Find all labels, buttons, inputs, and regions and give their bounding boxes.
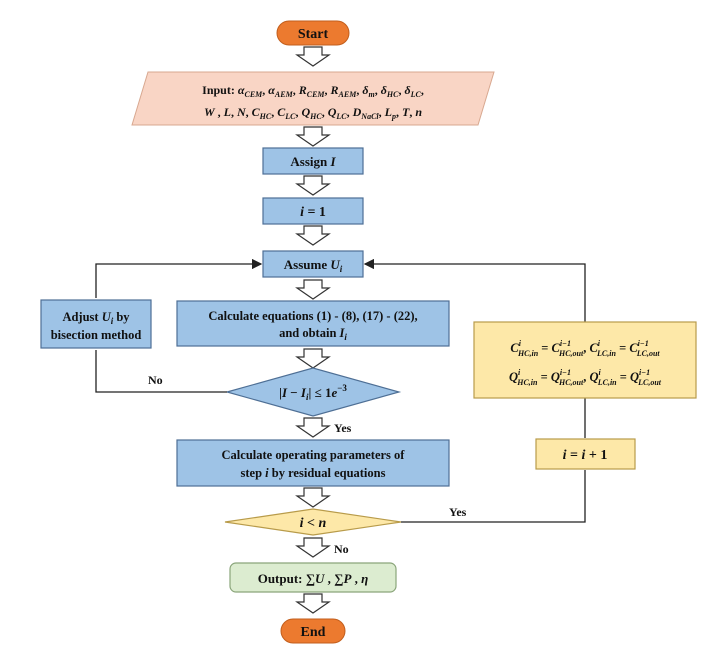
calc-operating-line1: Calculate operating parameters of bbox=[222, 448, 406, 462]
hollow-arrow-1 bbox=[295, 46, 331, 67]
calc-operating-line2: step i by residual equations bbox=[241, 466, 386, 480]
adjust-u-box: Adjust Ui by bisection method bbox=[40, 299, 152, 349]
hollow-arrow-3 bbox=[295, 175, 331, 196]
hollow-arrow-9 bbox=[295, 537, 331, 558]
convergence-decision: |I − Ii| ≤ 1e−3 bbox=[224, 367, 402, 417]
assume-u-box: Assume Ui bbox=[262, 250, 364, 278]
hollow-arrow-8 bbox=[295, 487, 331, 508]
edge-label-yes-2: Yes bbox=[449, 505, 467, 519]
hollow-arrow-2 bbox=[295, 126, 331, 147]
assign-i-box: Assign I bbox=[262, 147, 364, 175]
calc-equations-line1: Calculate equations (1) - (8), (17) - (2… bbox=[208, 309, 417, 323]
hollow-arrow-5 bbox=[295, 279, 331, 300]
assume-u-label: Assume Ui bbox=[284, 257, 343, 274]
no-loop-connector bbox=[95, 258, 263, 393]
adjust-u-line1: Adjust Ui by bbox=[62, 310, 130, 326]
input-parallelogram: Input: αCEM, αAEM, RCEM, RAEM, δm, δHC, … bbox=[131, 71, 495, 126]
hollow-arrow-4 bbox=[295, 225, 331, 246]
end-label: End bbox=[301, 625, 326, 640]
start-terminal: Start bbox=[276, 20, 350, 46]
init-i-box: i = 1 bbox=[262, 197, 364, 225]
calc-operating-box: Calculate operating parameters of step i… bbox=[176, 439, 450, 487]
assign-i-label: Assign I bbox=[290, 154, 336, 169]
step-decision: i < n bbox=[224, 508, 402, 536]
step-decision-label: i < n bbox=[300, 516, 327, 531]
output-box: Output: ∑U , ∑P , η bbox=[229, 562, 397, 593]
input-line2: W , L, N, CHC, CLC, QHC, QLC, DNaCl, Lp,… bbox=[204, 105, 422, 121]
calc-equations-line2: and obtain Ii bbox=[279, 326, 347, 342]
edge-label-yes-1: Yes bbox=[334, 421, 352, 435]
hollow-arrow-6 bbox=[295, 348, 331, 369]
increment-label: i = i + 1 bbox=[563, 448, 608, 463]
increment-box: i = i + 1 bbox=[535, 438, 636, 470]
convergence-label: |I − Ii| ≤ 1e−3 bbox=[279, 383, 347, 402]
yes-loop-connector bbox=[363, 258, 586, 523]
hollow-arrow-7 bbox=[295, 417, 331, 438]
start-label: Start bbox=[298, 27, 329, 42]
calc-equations-box: Calculate equations (1) - (8), (17) - (2… bbox=[176, 300, 450, 347]
adjust-u-line2: bisection method bbox=[51, 328, 142, 342]
end-terminal: End bbox=[280, 618, 346, 644]
edge-label-no-2: No bbox=[334, 542, 349, 556]
init-i-label: i = 1 bbox=[300, 205, 326, 220]
output-label: Output: ∑U , ∑P , η bbox=[258, 571, 369, 586]
hollow-arrow-10 bbox=[295, 593, 331, 614]
edge-label-no-1: No bbox=[148, 373, 163, 387]
